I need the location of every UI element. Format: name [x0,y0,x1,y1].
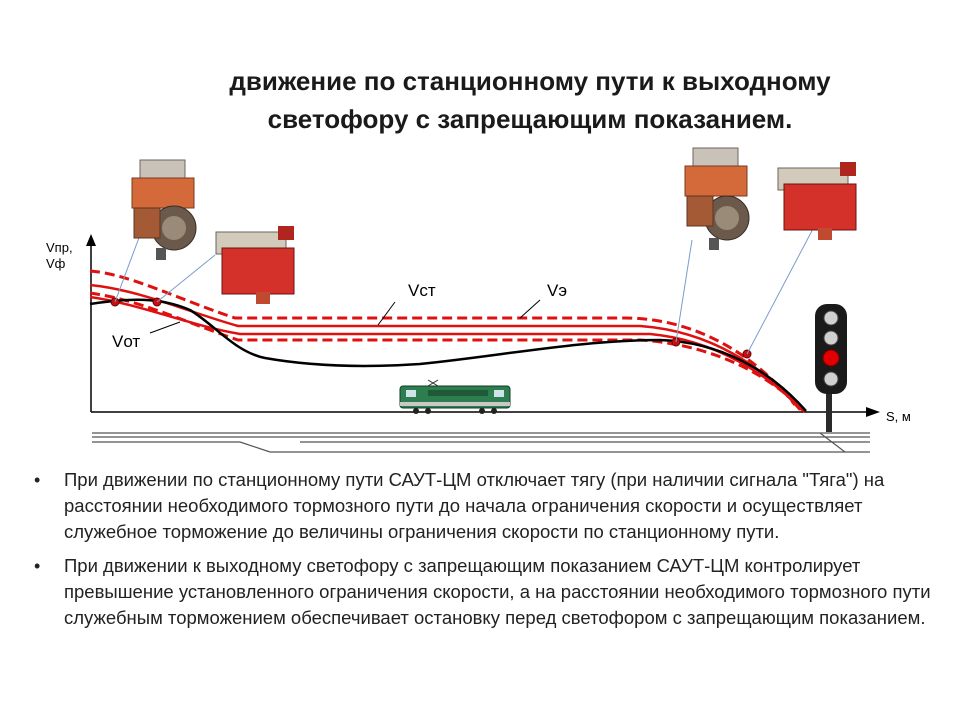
label-vot: Vот [112,332,140,351]
red-valve-box-icon [215,226,295,304]
speed-diagram: Vпр, Vф S, м Vст Vэ Vот [46,147,911,453]
bullet-text-2: При движении к выходному светофору с зап… [64,555,931,628]
slide-title: движение по станционному пути к выходном… [150,62,910,138]
y-axis-label-2: Vф [46,256,66,271]
pointer-vst [377,301,396,326]
x-axis-arrow [866,407,880,417]
red-valve-box-icon-right [777,162,857,240]
y-axis-label-1: Vпр, [46,240,73,255]
bullet-text-1: При движении по станционному пути САУТ-Ц… [64,469,885,542]
leader-lines [114,224,816,355]
electropneumatic-valve-icon-right [684,147,750,250]
bullet-item-1: • При движении по станционному пути САУТ… [34,467,944,545]
railway-track [92,432,870,453]
bullet-item-2: • При движении к выходному светофору с з… [34,553,944,631]
title-line-1: движение по станционному пути к выходном… [229,66,831,96]
pointer-ve [519,299,541,319]
bullet-list: • При движении по станционному пути САУТ… [34,467,944,639]
title-line-2: светофору с запрещающим показанием. [267,104,793,134]
exit-signal [815,304,847,432]
signal-lamp-1 [823,310,839,326]
signal-head [815,304,847,394]
actual-speed-curve [89,298,807,412]
signal-lamp-3 [822,349,840,367]
signal-mast [826,392,832,432]
y-axis-arrow [86,234,96,246]
electropneumatic-valve-icon [131,159,197,260]
pointer-vot [149,321,181,334]
label-ve: Vэ [547,281,567,300]
bullet-marker: • [34,556,41,576]
signal-lamp-2 [823,330,839,346]
x-axis-label: S, м [886,409,911,424]
locomotive-icon [399,379,511,414]
signal-lamp-4 [823,371,839,387]
label-vst: Vст [408,281,436,300]
limit-solid-lower [89,295,804,412]
limit-dashed-upper [89,269,797,406]
bullet-marker: • [34,470,41,490]
